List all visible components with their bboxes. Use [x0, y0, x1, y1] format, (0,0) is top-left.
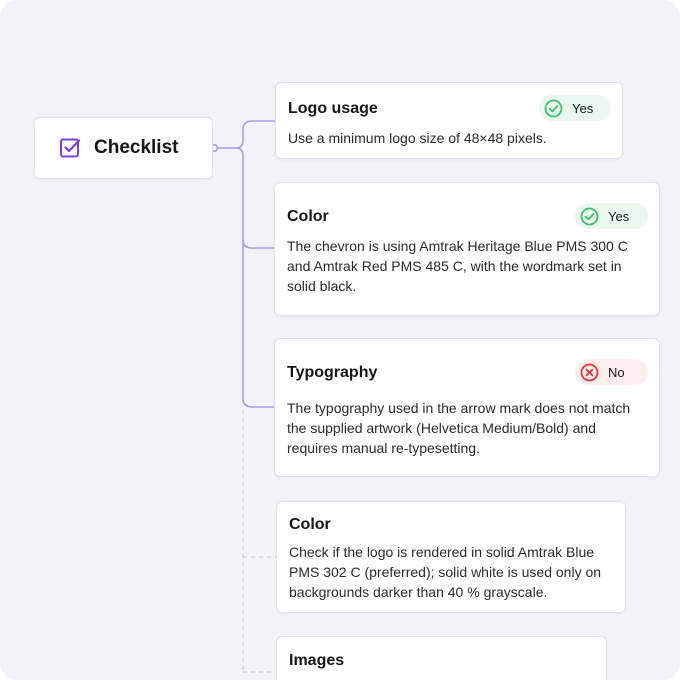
item-title: Color — [287, 208, 329, 225]
item-title: Color — [289, 516, 331, 533]
checklist-root-label: Checklist — [94, 137, 179, 158]
status-label: Yes — [572, 100, 594, 116]
checklist-item-color[interactable]: Color Yes The chevron is using Amtrak He… — [274, 182, 660, 316]
item-title: Typography — [287, 364, 378, 381]
status-label: No — [608, 364, 625, 380]
check-circle-icon — [580, 207, 599, 226]
item-title: Logo usage — [288, 100, 378, 117]
item-description: Check if the logo is rendered in solid A… — [289, 544, 602, 600]
x-circle-icon — [580, 363, 599, 382]
checklist-item-color-pending[interactable]: Color Check if the logo is rendered in s… — [276, 501, 626, 613]
status-badge-no: No — [575, 359, 648, 385]
checklist-item-typography[interactable]: Typography No The typography used in the… — [274, 338, 660, 477]
checklist-root-node[interactable]: Checklist — [34, 117, 213, 179]
checklist-item-images[interactable]: Images — [276, 636, 607, 680]
item-description: The typography used in the arrow mark do… — [287, 400, 631, 456]
item-description: Use a minimum logo size of 48×48 pixels. — [288, 130, 547, 146]
item-title: Images — [289, 652, 345, 669]
status-badge-yes: Yes — [539, 95, 611, 121]
item-description: The chevron is using Amtrak Heritage Blu… — [287, 238, 628, 294]
checklist-item-logo-usage[interactable]: Logo usage Yes Use a minimum logo size o… — [275, 82, 623, 159]
checkbox-checked-icon — [59, 137, 81, 159]
status-label: Yes — [608, 208, 630, 224]
check-circle-icon — [544, 99, 563, 118]
status-badge-yes: Yes — [575, 203, 648, 229]
